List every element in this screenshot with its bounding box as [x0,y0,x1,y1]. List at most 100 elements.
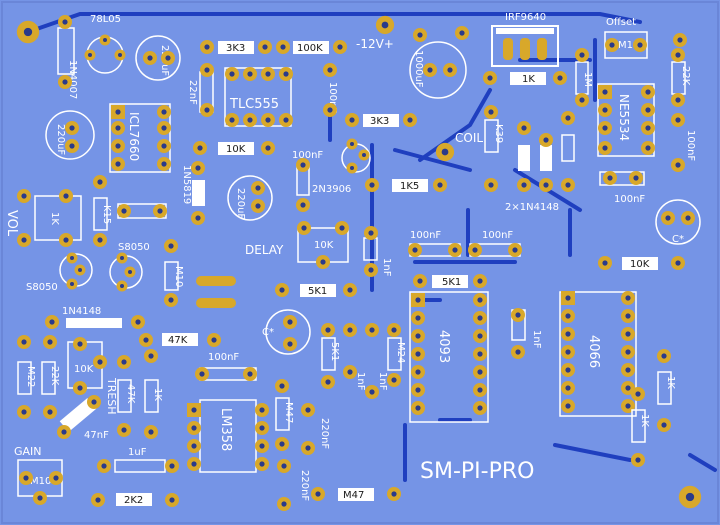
label-100nf-f: 100nF [482,230,513,241]
resistor-m24: M24 [387,323,406,387]
resistor-47k-b: 47K [117,355,136,437]
mosfet-irf9640: IRF9640 [491,12,559,67]
ic-4093: 4093 [409,291,489,423]
resistor-10k-a: 10K [193,141,275,155]
ic-tlc555: TLC555 [224,67,293,127]
label-m47-b: M47 [343,490,364,501]
label-1nf-a: 1nF [381,258,392,277]
label-k39: K39 [493,124,504,143]
cap-1000uf: 1000uF [409,41,467,99]
label-vol: VOL [4,210,19,237]
resistor-47k-a: 47K [139,333,221,347]
label-1n4148-b: 1N4148 [62,306,101,317]
cap-220uf-a: 220uF [135,35,181,81]
label-1m: 1M [582,72,593,87]
label-c-star: C* [672,234,684,245]
label-100nf-g: 100nF [208,352,239,363]
label-1k-c: 1K [152,388,163,401]
diode-1n4007: 1N4007 [57,15,78,99]
resistor-1k-e: 1K [631,387,650,467]
label-1n4007: 1N4007 [67,60,78,99]
label-4093: 4093 [436,330,451,363]
label-22k-b: 22K [49,366,60,386]
label-lm358: LM358 [218,408,233,451]
resistor-m47-a: M47 [275,379,294,451]
label-1nf-d: 1nF [377,372,388,391]
cap-1uf: 1uF [97,447,179,473]
cap-c-star: C* [655,199,701,245]
label-1n5819: 1N5819 [181,165,192,204]
pot-tresh: 10K TRESH [67,337,118,415]
label-100nf-e: 100nF [410,230,441,241]
label-22k: 22K [680,66,691,86]
label-c-star-b: C* [262,327,274,338]
cap-100nf-g: 100nF [195,352,257,381]
label-5k1-c: 5K1 [329,342,340,361]
cap-1nf-b: 1nF [511,308,542,359]
label-coil: COIL [455,131,483,145]
resistor-2k2: 2K2 [91,493,179,507]
resistor-5k1-a: 5K1 [275,283,357,297]
label-2x1n4148: 2×1N4148 [505,202,559,213]
cap-22nf: 22nF [187,63,214,117]
label-1k-d: 1K [665,376,676,389]
pot-vol: VOL 1K [4,189,82,247]
label-1nf-b: 1nF [531,330,542,349]
resistor-5k1-b: 5K1 [413,274,487,288]
board-title: SM-PI-PRO [420,459,534,484]
cap-220uf-c: 220uF [227,175,273,221]
label-47nf: 47nF [84,430,109,441]
resistor-m47-b: M47 [311,487,401,501]
label-pot-10k: 10K [314,240,334,251]
supply-connector: -12V+ [356,15,469,51]
label-m10: M10 [173,266,184,287]
label-78l05: 78L05 [90,14,121,25]
resistor-3k3-b: 3K3 [345,113,417,127]
pot-offset: Offset M10 [604,17,648,59]
cap-220uf-b: 220uF [45,110,95,160]
diodes-2x1n4148: 2×1N4148 [505,111,575,213]
cap-100nf-b: 100nF [671,113,696,172]
resistor-k39: K39 [484,105,504,192]
cap-47nf: 47nF [57,395,109,441]
cap-100nf-d: 100nF [599,171,645,205]
label-22nf: 22nF [187,80,198,105]
pad-bar [196,276,236,286]
label-100nf-c: 100nF [292,150,323,161]
label-1000uf: 1000uF [413,50,424,88]
label-m10-a: M10 [618,40,639,51]
label-100nf-b: 100nF [685,130,696,161]
label-47k-b: 47K [125,384,136,404]
label-tlc555: TLC555 [229,97,279,112]
diode-1n4148-b: 1N4148 [45,306,145,329]
label-s8050-a: S8050 [26,282,58,293]
resistor-k15: K15 [93,175,112,247]
label-1nf-c: 1nF [355,372,366,391]
label-220nf-b: 220nF [299,470,310,501]
resistor-1k-a: 1K [483,71,567,85]
label-2n3906: 2N3906 [312,184,351,195]
label-100k-a: 100K [297,43,323,54]
label-47k-a: 47K [168,335,188,346]
resistor-22k-b: 22K [41,335,60,419]
ic-4066: 4066 [559,291,637,417]
ic-ne5534: NE5534 [597,83,655,157]
regulator-78l05: 78L05 [84,14,126,74]
diode-1n5819: 1N5819 [181,161,205,225]
label-1k5: 1K5 [400,181,419,192]
resistor-5k1-c: 5K1 [321,323,340,389]
resistor-100k-a: 100K [276,40,347,54]
cap-100nf-e: 100nF [408,230,462,257]
cap-220nf-a: 220nF [301,403,330,455]
label-m10-b: M10 [30,476,51,487]
pot-delay: DELAY 10K [245,221,349,269]
cap-c-star-b: C* [262,309,311,355]
transistor-2n3906: 2N3906 [312,138,371,195]
mounting-hole [678,485,702,509]
label-offset: Offset [606,17,636,28]
label-1k-a: 1K [522,74,535,85]
cap-100nf-c: 100nF [292,150,323,212]
ic-icl7660: ICL7660 [109,103,171,173]
transistor-s8050-a: S8050 [26,252,93,293]
